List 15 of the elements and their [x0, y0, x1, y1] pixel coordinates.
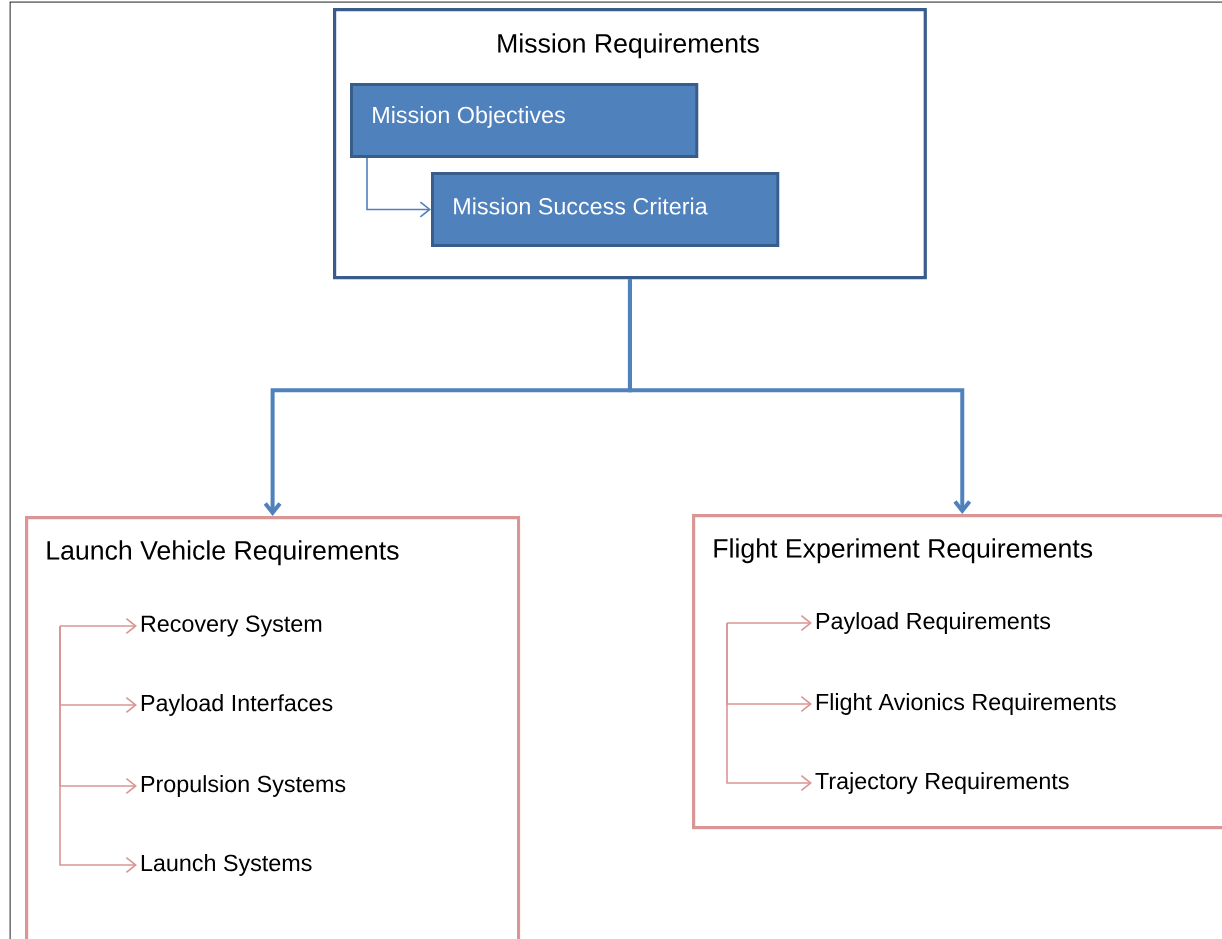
arrow	[366, 157, 431, 218]
arrow	[726, 614, 812, 632]
item-text: Payload Requirements	[816, 612, 1051, 634]
process-box: Mission Success Criteria	[431, 172, 780, 247]
item-text: Launch Systems	[141, 854, 312, 876]
item-text: Recovery System	[141, 615, 322, 637]
item-text: Propulsion Systems	[141, 775, 346, 797]
arrow	[59, 625, 137, 874]
arrow	[59, 617, 137, 635]
item-text: Flight Avionics Requirements	[816, 693, 1116, 715]
arrow	[627, 279, 972, 514]
item-text: Payload Interfaces	[141, 694, 333, 716]
process-box: Mission Objectives	[350, 83, 699, 158]
arrow	[726, 622, 812, 792]
item-text: Trajectory Requirements	[815, 772, 1069, 794]
